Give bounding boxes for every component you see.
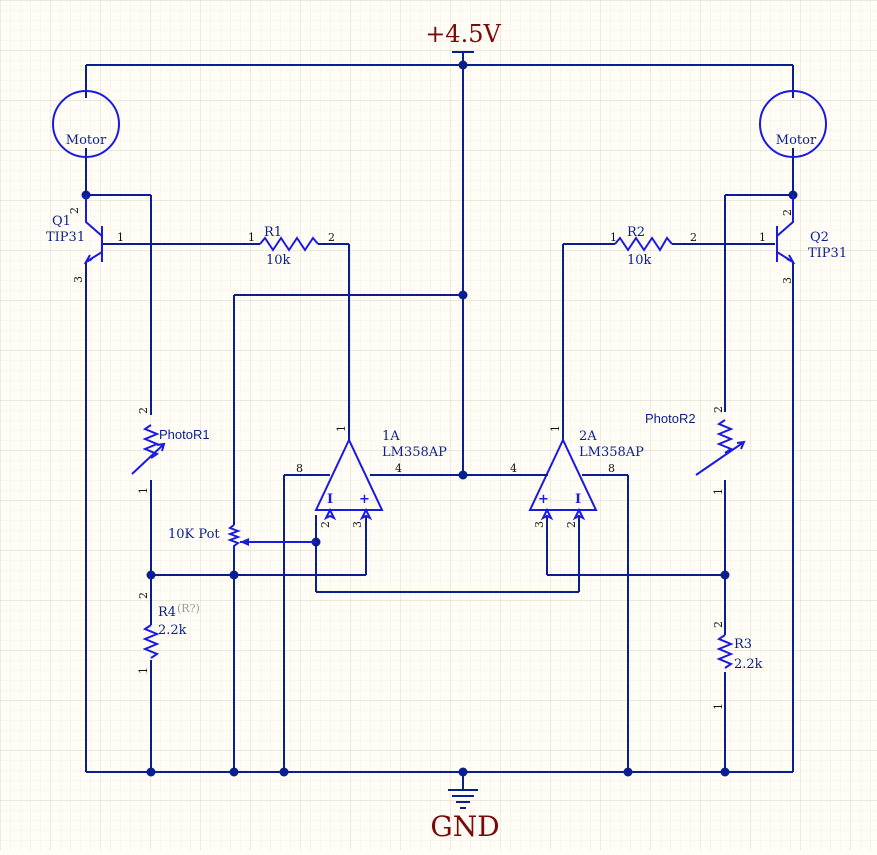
q2-pin-emitter: 3 bbox=[781, 277, 794, 284]
transistor-q2: Q2 TIP31 1 2 3 bbox=[759, 195, 847, 284]
ground-symbol: GND bbox=[430, 789, 500, 843]
q2-pin-collector: 2 bbox=[781, 209, 794, 216]
junction-dots bbox=[81, 60, 798, 777]
opamp2a-pin-inv: 2 bbox=[565, 521, 578, 528]
q1-pin-base: 1 bbox=[117, 231, 124, 244]
opamp1a-pin-gnd: 4 bbox=[395, 462, 402, 475]
q2-part: TIP31 bbox=[808, 246, 847, 261]
ground-label: GND bbox=[430, 810, 499, 843]
r3-value: 2.2k bbox=[734, 657, 763, 672]
photor1-pin1: 1 bbox=[137, 487, 150, 494]
r1-ref: R1 bbox=[264, 225, 282, 240]
r1-pin2: 2 bbox=[328, 231, 335, 244]
opamp2a-unit: 2A bbox=[579, 429, 597, 444]
photor2-ref: PhotoR2 bbox=[645, 411, 696, 426]
supply-label: +4.5V bbox=[425, 20, 501, 48]
r4-ref: R4 bbox=[158, 605, 176, 620]
opamp2a-sign-noninv: + bbox=[538, 492, 549, 507]
opamp1a-pin-inv: 2 bbox=[319, 521, 332, 528]
q1-pin-collector: 2 bbox=[68, 207, 81, 214]
opamp1a-pin-noninv: 3 bbox=[351, 521, 364, 528]
opamp2a-pin-gnd: 4 bbox=[510, 462, 517, 475]
wires bbox=[85, 52, 794, 790]
photor2-pin1: 1 bbox=[712, 488, 725, 495]
resistor-r1: R1 10k 1 2 bbox=[248, 225, 335, 268]
r2-pin2: 2 bbox=[690, 231, 697, 244]
opamp2a-part: LM358AP bbox=[579, 445, 644, 460]
r4-value: 2.2k bbox=[158, 623, 187, 638]
opamp1a-pin-out: 1 bbox=[335, 425, 348, 432]
photoresistor-2: PhotoR2 2 1 bbox=[645, 406, 746, 495]
r3-ref: R3 bbox=[734, 637, 752, 652]
q1-pin-emitter: 3 bbox=[72, 276, 85, 283]
resistor-r2: R2 10k 1 2 bbox=[610, 225, 697, 268]
r3-pin2: 2 bbox=[712, 621, 725, 628]
opamp1a-pin-vcc: 8 bbox=[296, 462, 303, 475]
photor1-pin2: 2 bbox=[137, 407, 150, 414]
r4-pin2: 2 bbox=[137, 592, 150, 599]
photor2-pin2: 2 bbox=[712, 406, 725, 413]
resistor-r4: R4 (R?) 2.2k 2 1 bbox=[137, 592, 200, 674]
r2-value: 10k bbox=[627, 253, 652, 268]
opamp2a-sign-inv: I bbox=[575, 492, 581, 507]
motor-left: Motor bbox=[52, 90, 120, 158]
transistor-q1: Q1 TIP31 1 2 3 bbox=[46, 195, 124, 283]
opamp-2a: + I 2A LM358AP 1 3 2 4 8 bbox=[510, 425, 644, 528]
r1-value: 10k bbox=[266, 253, 291, 268]
q2-ref: Q2 bbox=[810, 230, 829, 245]
potentiometer-10k: 10K Pot bbox=[168, 524, 316, 550]
q1-part: TIP31 bbox=[46, 230, 85, 245]
opamp1a-part: LM358AP bbox=[382, 445, 447, 460]
motor-right-label: Motor bbox=[776, 133, 817, 148]
r2-ref: R2 bbox=[627, 225, 645, 240]
opamp-1a: I + 1A LM358AP 1 2 3 8 4 bbox=[296, 425, 447, 528]
opamp1a-sign-inv: I bbox=[327, 492, 333, 507]
pot-label: 10K Pot bbox=[168, 527, 220, 542]
motor-right: Motor bbox=[759, 90, 827, 158]
opamp2a-pin-out: 1 bbox=[549, 425, 562, 432]
resistor-r3: R3 2.2k 2 1 bbox=[712, 621, 763, 710]
opamp2a-pin-noninv: 3 bbox=[533, 521, 546, 528]
photoresistor-1: PhotoR1 2 1 bbox=[131, 407, 210, 494]
r4-tag: (R?) bbox=[177, 602, 200, 615]
q2-pin-base: 1 bbox=[759, 231, 766, 244]
opamp2a-pin-vcc: 8 bbox=[608, 462, 615, 475]
opamp1a-unit: 1A bbox=[382, 429, 400, 444]
r2-pin1: 1 bbox=[610, 231, 617, 244]
q1-ref: Q1 bbox=[52, 214, 71, 229]
r3-pin1: 1 bbox=[712, 703, 725, 710]
r1-pin1: 1 bbox=[248, 231, 255, 244]
photor1-ref: PhotoR1 bbox=[159, 427, 210, 442]
opamp1a-sign-noninv: + bbox=[359, 492, 370, 507]
r4-pin1: 1 bbox=[137, 667, 150, 674]
supply-symbol: +4.5V bbox=[425, 20, 501, 53]
motor-left-label: Motor bbox=[66, 133, 107, 148]
